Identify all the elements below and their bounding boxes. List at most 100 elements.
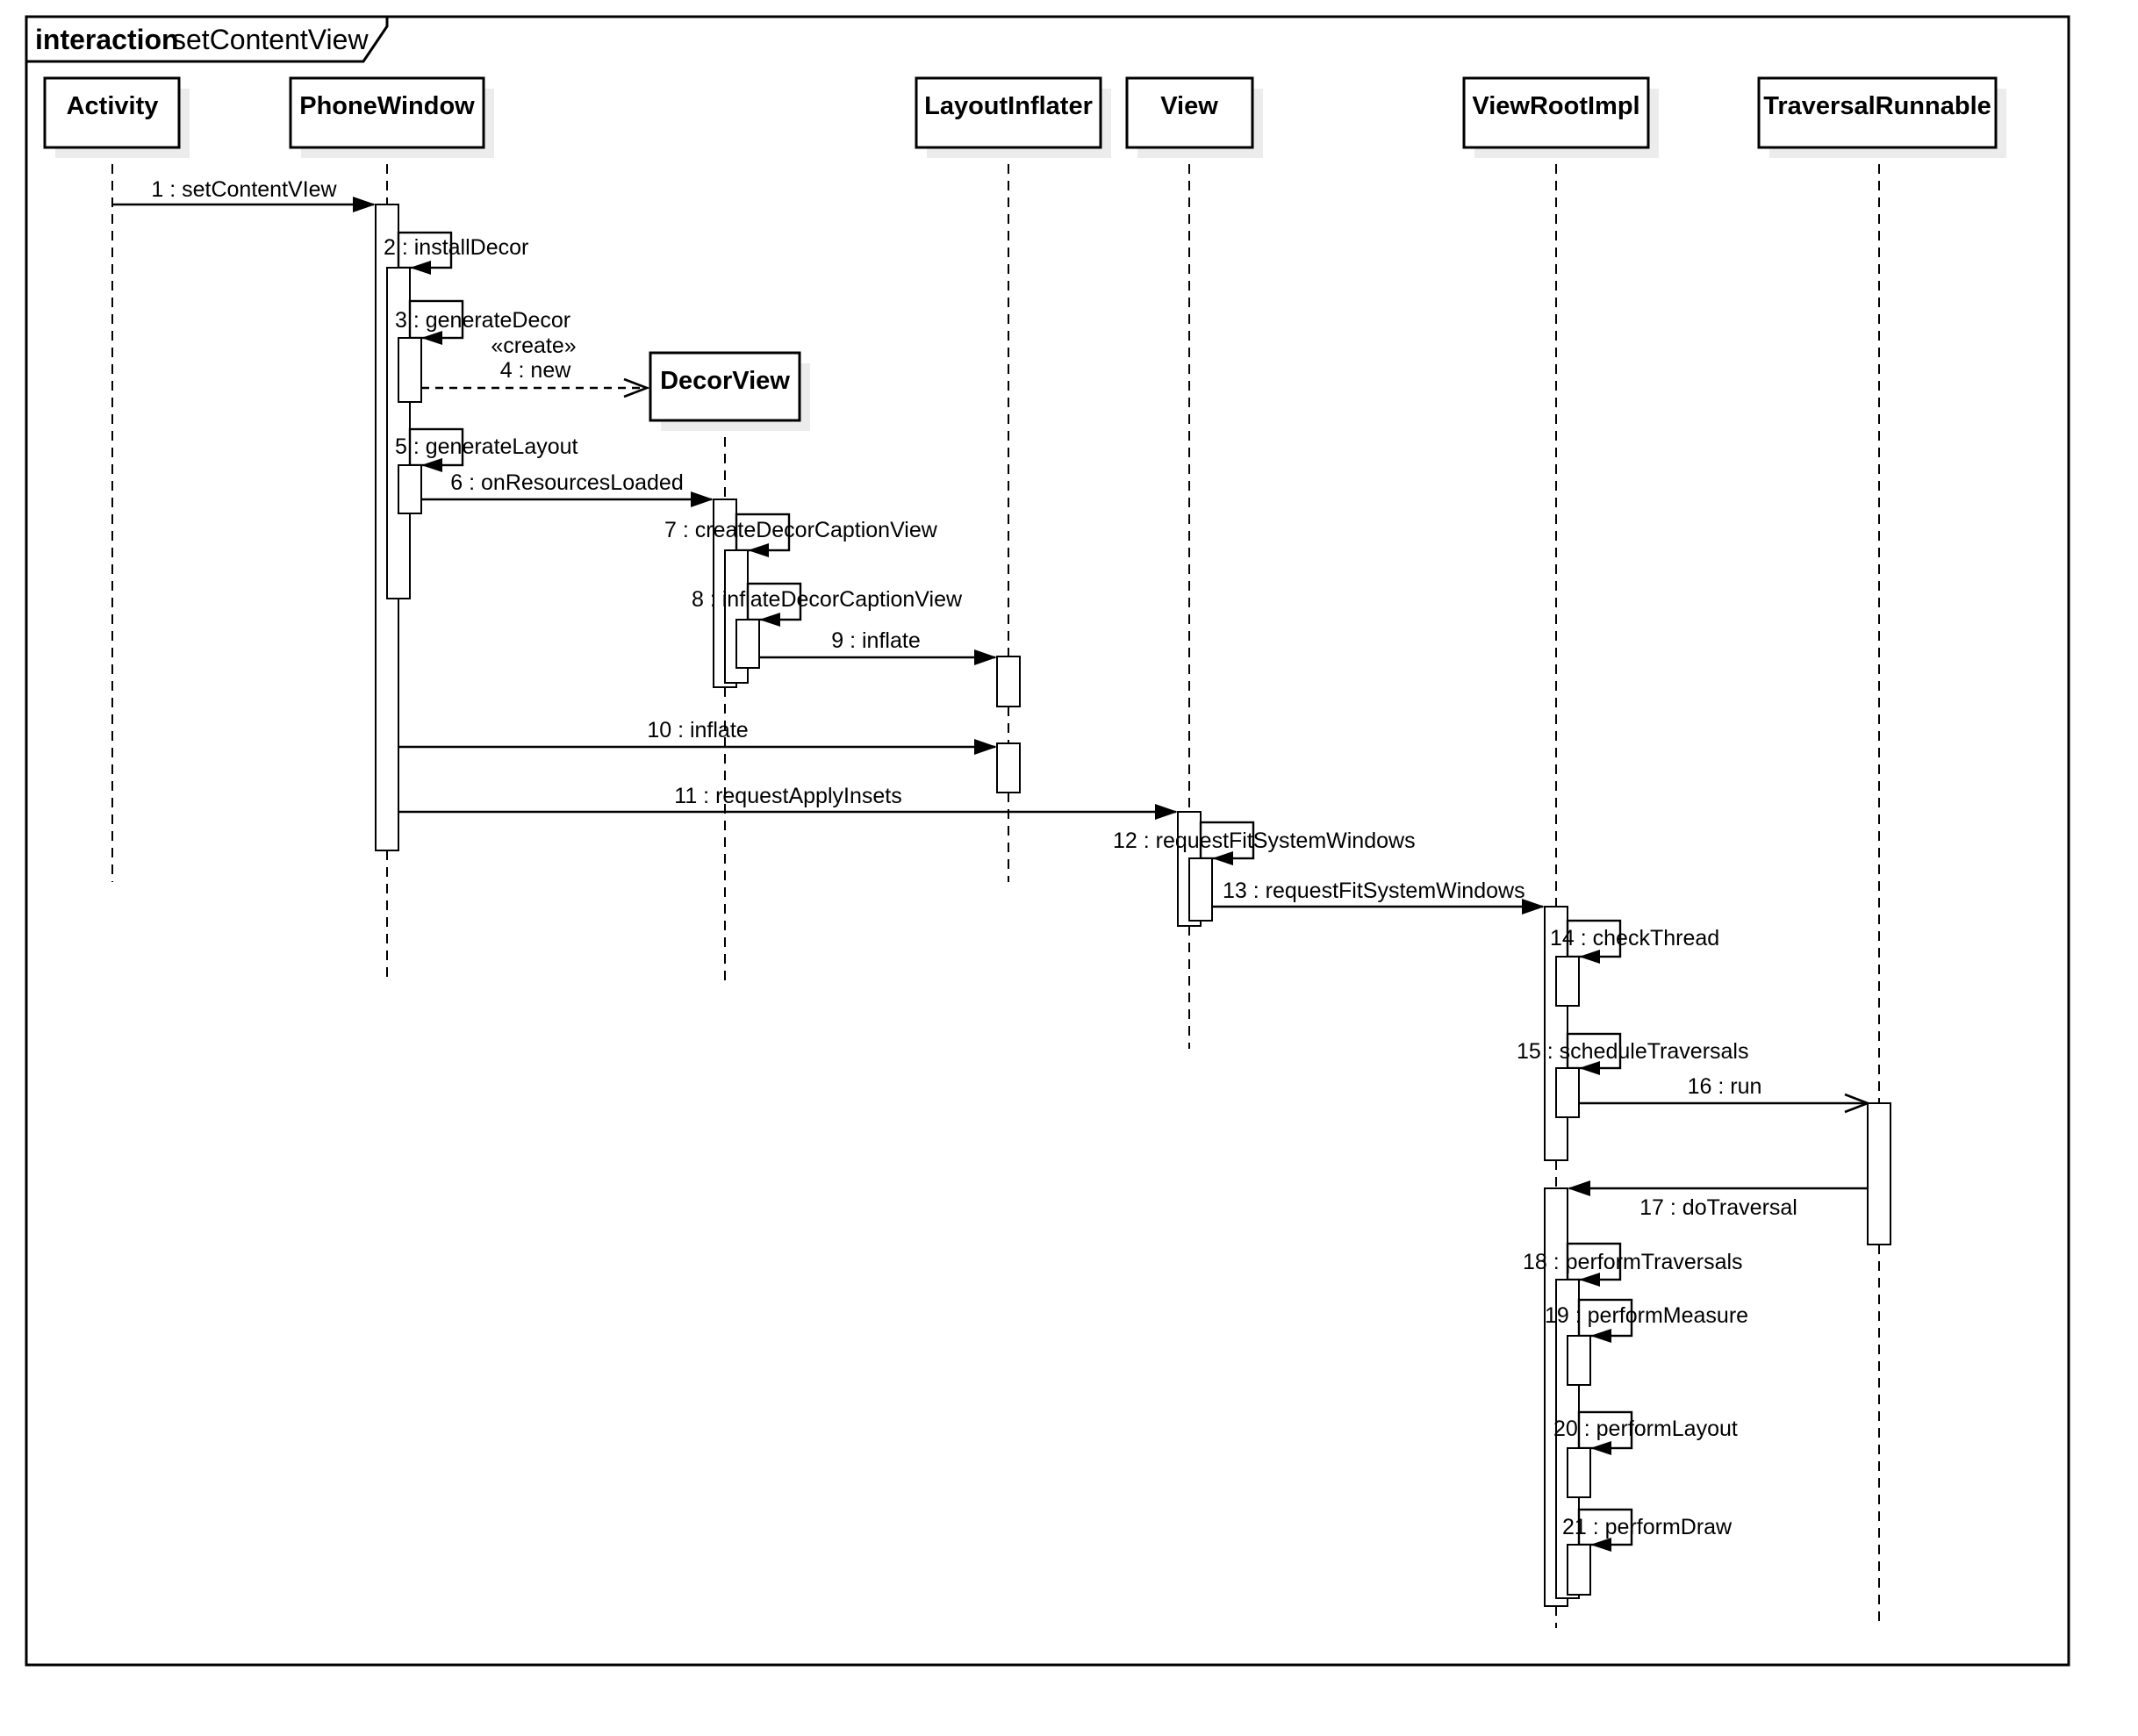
message-label: 6 : onResourcesLoaded: [450, 470, 683, 495]
lifeline-header-box: [915, 76, 1102, 149]
lifeline-header-box: [1757, 76, 1998, 149]
message-3: [421, 331, 442, 345]
lifeline-header-label: ViewRootImpl: [1472, 92, 1639, 120]
activation-bar: [398, 337, 422, 403]
frame-title: interaction setContentView: [25, 15, 389, 63]
message-14: [1579, 950, 1600, 964]
activation-bar: [1567, 1335, 1591, 1386]
lifeline-phonewindow: PhoneWindow: [289, 76, 494, 158]
filled-arrowhead: [1590, 1538, 1611, 1552]
message-label: 21 : performDraw: [1562, 1515, 1733, 1539]
message-12: [1212, 851, 1233, 865]
lifeline-viewrootimpl: ViewRootImpl: [1462, 76, 1659, 158]
lifeline-lines: [111, 147, 1880, 1628]
filled-arrowhead: [1568, 1180, 1590, 1196]
message-label: 12 : requestFitSystemWindows: [1113, 829, 1416, 853]
message-label: 20 : performLayout: [1553, 1417, 1738, 1441]
self-calls: [386, 231, 1633, 1599]
message-5: [421, 458, 442, 472]
lifeline-layoutinflater: LayoutInflater: [915, 76, 1111, 158]
message-label: 19 : performMeasure: [1545, 1303, 1748, 1328]
filled-arrowhead: [1522, 899, 1545, 915]
lifeline-header-box: [1125, 76, 1254, 149]
activation-bar: [398, 464, 422, 514]
message-6: [421, 491, 714, 507]
activation-bar: [1867, 1102, 1891, 1245]
message-16: [1579, 1093, 1871, 1114]
self-call-box: [735, 513, 791, 552]
filled-arrowhead: [759, 613, 780, 627]
self-call-box: [1566, 1242, 1622, 1281]
message-labels: 1 : setContentVIew 2 : installDecor 3 : …: [151, 177, 1797, 1539]
message-2: [410, 261, 431, 275]
message-label: 3 : generateDecor: [395, 308, 570, 333]
self-call-box: [1577, 1410, 1633, 1450]
filled-arrowhead: [353, 197, 376, 212]
filled-arrowhead: [410, 261, 431, 275]
message-label: 13 : requestFitSystemWindows: [1223, 879, 1525, 903]
lifeline-heads: Activity PhoneWindow DecorView LayoutInf…: [43, 76, 2006, 431]
filled-arrowhead: [748, 543, 769, 557]
activation-bar: [1555, 956, 1580, 1007]
filled-arrowhead: [1590, 1441, 1611, 1455]
activation-bar: [1555, 1067, 1580, 1118]
message-8: [759, 613, 780, 627]
message-21: [1590, 1538, 1611, 1552]
activation-bar: [996, 656, 1021, 707]
lifeline-traversalrunnable: TraversalRunnable: [1757, 76, 2006, 158]
diagram-frame: [25, 15, 2070, 1667]
activation-bar: [735, 619, 760, 669]
open-arrowhead: [1844, 1093, 1871, 1114]
lifeline-header-box: [43, 76, 181, 149]
message-10: [398, 739, 997, 755]
activation-bar: [1567, 1447, 1591, 1498]
message-label: 4 : new: [500, 358, 572, 383]
message-label: 11 : requestApplyInsets: [674, 784, 901, 808]
frame-title-keyword: interaction: [35, 24, 179, 55]
message-7: [748, 543, 769, 557]
message-20: [1590, 1441, 1611, 1455]
message-label: 16 : run: [1688, 1074, 1762, 1099]
lifeline-header-box: [1462, 76, 1650, 149]
message-9: [759, 649, 997, 665]
open-arrowhead: [623, 377, 650, 398]
filled-arrowhead: [1212, 851, 1233, 865]
message-1: [112, 197, 376, 212]
message-stereotype: «create»: [491, 334, 576, 358]
lifeline-header-box: [649, 351, 801, 422]
message-label: 17 : doTraversal: [1639, 1195, 1797, 1220]
message-label: 8 : inflateDecorCaptionView: [692, 587, 963, 612]
message-label: 9 : inflate: [831, 628, 920, 653]
lifeline-header-label: DecorView: [660, 367, 790, 395]
filled-arrowhead: [1590, 1329, 1611, 1343]
lifeline-view: View: [1125, 76, 1263, 158]
message-18: [1579, 1273, 1600, 1287]
message-15: [1579, 1061, 1600, 1075]
activation-bar: [386, 267, 411, 599]
lifeline-header-label: Activity: [67, 92, 159, 120]
lifeline-decorview: DecorView: [649, 351, 810, 431]
message-arrows: [112, 197, 1871, 1552]
lifeline-header-box: [289, 76, 485, 149]
message-label: 2 : installDecor: [384, 235, 528, 260]
lifeline-header-label: LayoutInflater: [924, 92, 1093, 120]
message-19: [1590, 1329, 1611, 1343]
activation-bar: [1188, 857, 1213, 922]
filled-arrowhead: [1579, 1273, 1600, 1287]
message-label: 1 : setContentVIew: [151, 177, 337, 202]
frame-title-name: setContentView: [172, 24, 369, 55]
self-call-box: [1577, 1508, 1633, 1546]
filled-arrowhead: [421, 331, 442, 345]
message-label: 18 : performTraversals: [1523, 1250, 1743, 1274]
lifeline-activity: Activity: [43, 76, 190, 158]
lifeline-header-label: PhoneWindow: [299, 92, 475, 120]
lifeline-header-label: View: [1160, 92, 1218, 120]
activation-bar: [996, 742, 1021, 793]
message-label: 14 : checkThread: [1550, 926, 1719, 950]
self-call-box: [408, 427, 464, 467]
message-label: 5 : generateLayout: [395, 434, 578, 459]
message-11: [398, 804, 1178, 820]
self-call-box: [408, 299, 464, 340]
frame-title-tab: [25, 15, 389, 63]
